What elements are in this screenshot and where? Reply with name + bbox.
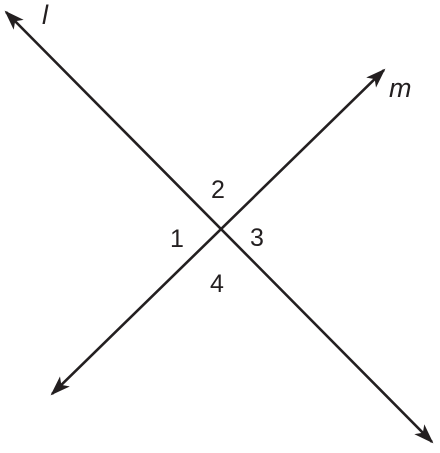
angle-1-label: 1 [170, 225, 184, 253]
line-m [50, 68, 386, 396]
angle-4-label: 4 [210, 270, 224, 298]
angle-3-label: 3 [250, 224, 264, 252]
angle-2-label: 2 [211, 176, 225, 204]
line-l-label: l [42, 0, 49, 30]
line-m-label: m [389, 73, 412, 103]
